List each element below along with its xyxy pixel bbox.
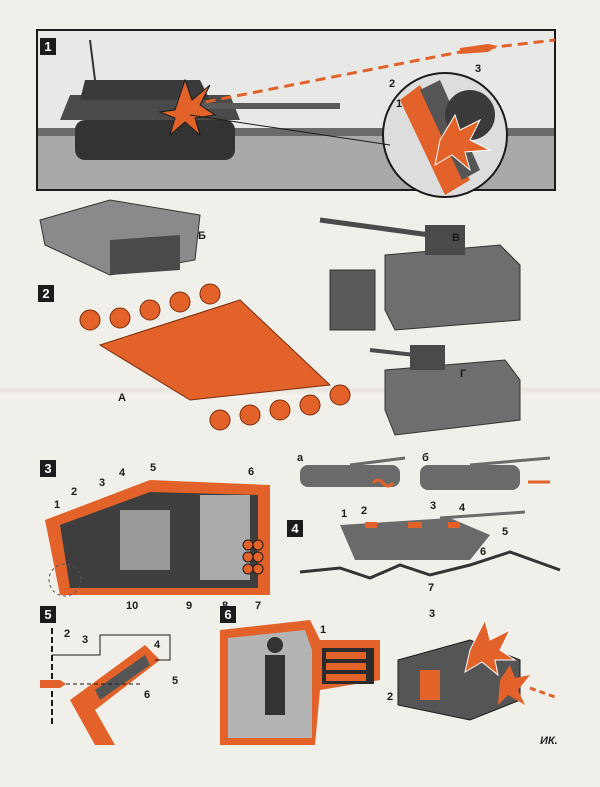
callout-label: Б bbox=[198, 230, 206, 242]
callout-label: 3 bbox=[82, 634, 89, 646]
callout-label: 3 bbox=[99, 477, 106, 489]
callout-label: 6 bbox=[480, 546, 487, 558]
panel-5-number: 5 bbox=[40, 606, 56, 623]
bullet-icon bbox=[40, 680, 66, 688]
explosion-icon bbox=[434, 113, 492, 172]
callout-label: 7 bbox=[255, 600, 262, 612]
explosion-icon bbox=[464, 618, 517, 677]
panel-5-scene bbox=[40, 628, 171, 745]
callout-label: 2 bbox=[387, 691, 394, 703]
callout-label: 3 bbox=[429, 608, 436, 620]
page-fold bbox=[0, 388, 600, 398]
callout-label: 4 bbox=[154, 639, 161, 651]
explosion-icon bbox=[158, 78, 217, 137]
panel-3-scene bbox=[45, 480, 270, 597]
callout-label: 6 bbox=[248, 466, 255, 478]
variant-label: а bbox=[297, 452, 304, 464]
variant-label: б bbox=[422, 452, 429, 464]
callout-label: 4 bbox=[119, 467, 126, 479]
callout-label: 1 bbox=[54, 499, 61, 511]
explosion-icon bbox=[498, 665, 530, 705]
panel-1-number: 1 bbox=[40, 38, 56, 55]
panel-2-number: 2 bbox=[38, 285, 54, 302]
callout-label: Г bbox=[460, 368, 467, 380]
callout-label: 5 bbox=[502, 526, 509, 538]
callout-label: 7 bbox=[428, 582, 435, 594]
callout-label: 2 bbox=[71, 486, 78, 498]
callout-label: 6 bbox=[144, 689, 151, 701]
panel-6-scene bbox=[220, 618, 556, 745]
panel-3-number: 3 bbox=[40, 460, 56, 477]
panel-1-scene bbox=[36, 29, 556, 198]
callout-label: 1 bbox=[396, 98, 403, 110]
panel-6-number: 6 bbox=[220, 606, 236, 623]
callout-label: 9 bbox=[186, 600, 193, 612]
callout-label: 1 bbox=[341, 508, 348, 520]
missile-icon bbox=[460, 44, 498, 54]
panel-2-scene bbox=[39, 199, 521, 436]
callout-label: 3 bbox=[475, 63, 482, 75]
callout-label: 3 bbox=[430, 500, 437, 512]
callout-label: 4 bbox=[459, 502, 466, 514]
callout-label: В bbox=[452, 232, 460, 244]
callout-label: 2 bbox=[389, 78, 396, 90]
panel-4-scene bbox=[299, 456, 561, 580]
panel-4-number: 4 bbox=[287, 520, 303, 537]
callout-label: 2 bbox=[64, 628, 71, 640]
callout-label: 8 bbox=[222, 600, 229, 612]
callout-label: А bbox=[118, 392, 126, 404]
callout-label: 1 bbox=[320, 624, 327, 636]
callout-label: 10 bbox=[126, 600, 139, 612]
callout-label: 5 bbox=[150, 462, 157, 474]
callout-label: 2 bbox=[361, 505, 368, 517]
callout-label: 5 bbox=[172, 675, 179, 687]
artist-signature: ИК. bbox=[540, 735, 558, 747]
